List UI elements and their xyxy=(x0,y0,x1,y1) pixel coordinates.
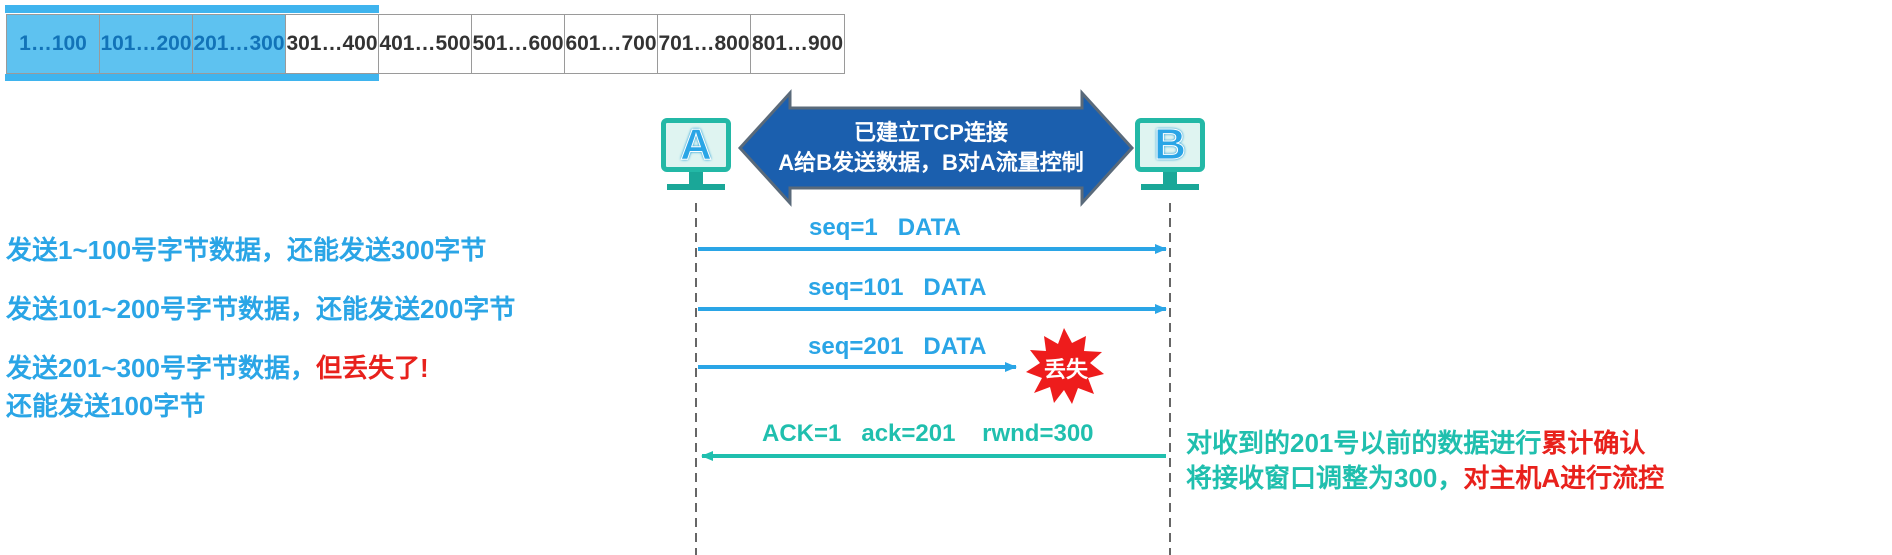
host-a-base xyxy=(667,184,725,190)
host-b: B xyxy=(1132,118,1208,190)
host-b-label: B xyxy=(1154,120,1187,170)
banner-line-2: A给B发送数据，B对A流量控制 xyxy=(778,150,1084,175)
host-b-base xyxy=(1141,184,1199,190)
send-window-top-bar xyxy=(5,5,379,13)
right-note-2-text: 将接收窗口调整为300， xyxy=(1186,463,1464,493)
left-note-3-lost: 但丢失了! xyxy=(315,353,429,383)
host-a: A xyxy=(658,118,734,190)
byte-cell: 601…700 xyxy=(565,15,658,73)
connection-banner-arrow xyxy=(737,89,1135,207)
left-note-1: 发送1~100号字节数据，还能发送300字节 xyxy=(6,235,487,265)
right-note-1: 对收到的201号以前的数据进行累计确认 xyxy=(1186,423,1645,460)
segment-label-1: seq=1 DATA xyxy=(809,214,961,241)
host-b-stand xyxy=(1163,172,1177,184)
byte-cell: 501…600 xyxy=(472,15,565,73)
byte-cell: 1…100 xyxy=(7,15,100,73)
byte-cell: 401…500 xyxy=(379,15,472,73)
host-a-monitor: A xyxy=(661,118,731,172)
right-note-1-highlight: 累计确认 xyxy=(1541,428,1646,458)
host-a-label: A xyxy=(680,120,713,170)
connection-banner-text: 已建立TCP连接 A给B发送数据，B对A流量控制 xyxy=(747,118,1115,178)
byte-cell: 301…400 xyxy=(286,15,379,73)
segment-label-3: seq=201 DATA xyxy=(808,333,987,360)
byte-sequence-buffer: 1…100 101…200 201…300 301…400 401…500 50… xyxy=(6,14,845,74)
right-note-2-highlight: 对主机A进行流控 xyxy=(1463,463,1665,493)
byte-cell: 801…900 xyxy=(751,15,844,73)
segment-label-2: seq=101 DATA xyxy=(808,274,987,301)
lost-label: 丢失 xyxy=(1044,357,1089,382)
right-note-1-text: 对收到的201号以前的数据进行 xyxy=(1186,428,1542,458)
right-note-2: 将接收窗口调整为300，对主机A进行流控 xyxy=(1186,458,1664,495)
byte-cell: 101…200 xyxy=(100,15,193,73)
left-note-3: 发送201~300号字节数据，但丢失了! xyxy=(6,348,429,385)
left-note-3-text: 发送201~300号字节数据， xyxy=(6,353,316,383)
host-b-monitor: B xyxy=(1135,118,1205,172)
send-window-bottom-bar xyxy=(5,74,379,81)
byte-cell: 201…300 xyxy=(193,15,286,73)
ack-label: ACK=1 ack=201 rwnd=300 xyxy=(762,420,1094,447)
left-note-3-line2: 还能发送100字节 xyxy=(6,391,206,421)
host-a-stand xyxy=(689,172,703,184)
left-note-2: 发送101~200号字节数据，还能发送200字节 xyxy=(6,294,516,324)
banner-line-1: 已建立TCP连接 xyxy=(853,120,1008,145)
lost-burst-icon xyxy=(1026,328,1104,404)
byte-cell: 701…800 xyxy=(658,15,751,73)
